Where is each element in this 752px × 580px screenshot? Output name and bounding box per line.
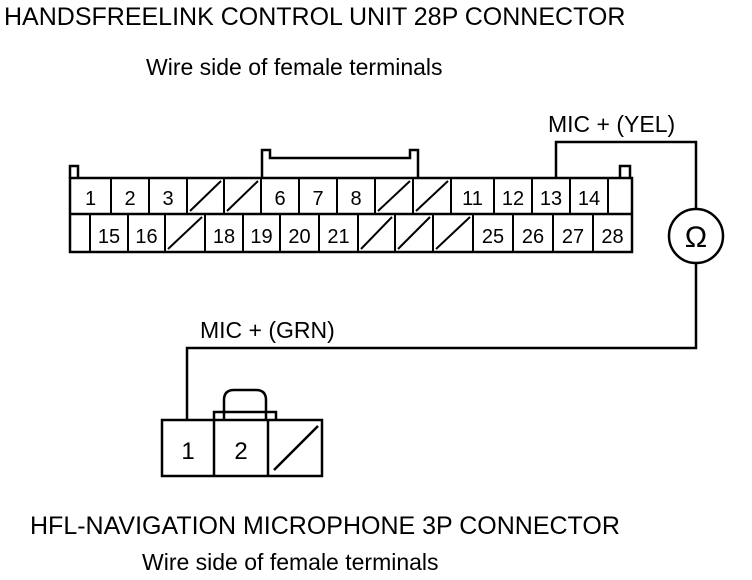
pin-label-19: 19 (250, 226, 272, 248)
pin-label-21: 21 (327, 226, 349, 248)
unused-cavity-slash (189, 180, 222, 212)
upper-connector-title: HANDSFREELINK CONTROL UNIT 28P CONNECTOR (4, 3, 625, 31)
pin-label-28: 28 (601, 226, 623, 248)
pin-label-8: 8 (350, 188, 361, 210)
pin-label-26: 26 (522, 226, 544, 248)
ohmmeter-icon: Ω (667, 207, 725, 265)
unused-cavity-slash (435, 216, 471, 250)
pin-label-12: 12 (502, 188, 524, 210)
yel-wire-label: MIC + (YEL) (548, 111, 675, 137)
pin-label-1: 1 (85, 188, 96, 210)
unused-cavity-slash (167, 216, 203, 250)
lower-pin-2: 2 (234, 438, 247, 465)
pin-label-16: 16 (135, 226, 157, 248)
pin-label-7: 7 (312, 188, 323, 210)
yel-wire (554, 140, 698, 208)
pin-label-3: 3 (162, 188, 173, 210)
unused-cavity-slash (226, 180, 259, 212)
pin-label-20: 20 (288, 226, 310, 248)
grn-wire (185, 264, 698, 420)
pin-label-25: 25 (482, 226, 504, 248)
lower-pin-1: 1 (181, 438, 194, 465)
ohm-symbol: Ω (685, 221, 707, 254)
pin-label-6: 6 (274, 188, 285, 210)
lower-connector-subtitle: Wire side of female terminals (142, 549, 439, 575)
unused-cavity-slash (360, 216, 393, 250)
pin-label-18: 18 (213, 226, 235, 248)
grn-wire-label: MIC + (GRN) (200, 317, 335, 343)
upper-connector-subtitle: Wire side of female terminals (146, 54, 443, 80)
unused-cavity-slash (377, 180, 411, 212)
pin-label-27: 27 (562, 226, 584, 248)
pin-label-15: 15 (98, 226, 120, 248)
unused-cavity-slash (415, 180, 449, 212)
pin-label-14: 14 (578, 188, 600, 210)
upper-connector-28p (68, 148, 634, 254)
upper-connector-row2: 15 16 18 19 20 21 25 26 27 28 (89, 214, 624, 252)
pin-label-2: 2 (124, 188, 135, 210)
pin-label-11: 11 (462, 188, 483, 210)
pin-label-13: 13 (540, 188, 562, 210)
lower-connector-title: HFL-NAVIGATION MICROPHONE 3P CONNECTOR (30, 512, 620, 540)
lower-connector-3p (160, 388, 324, 478)
unused-cavity-slash (397, 216, 431, 250)
